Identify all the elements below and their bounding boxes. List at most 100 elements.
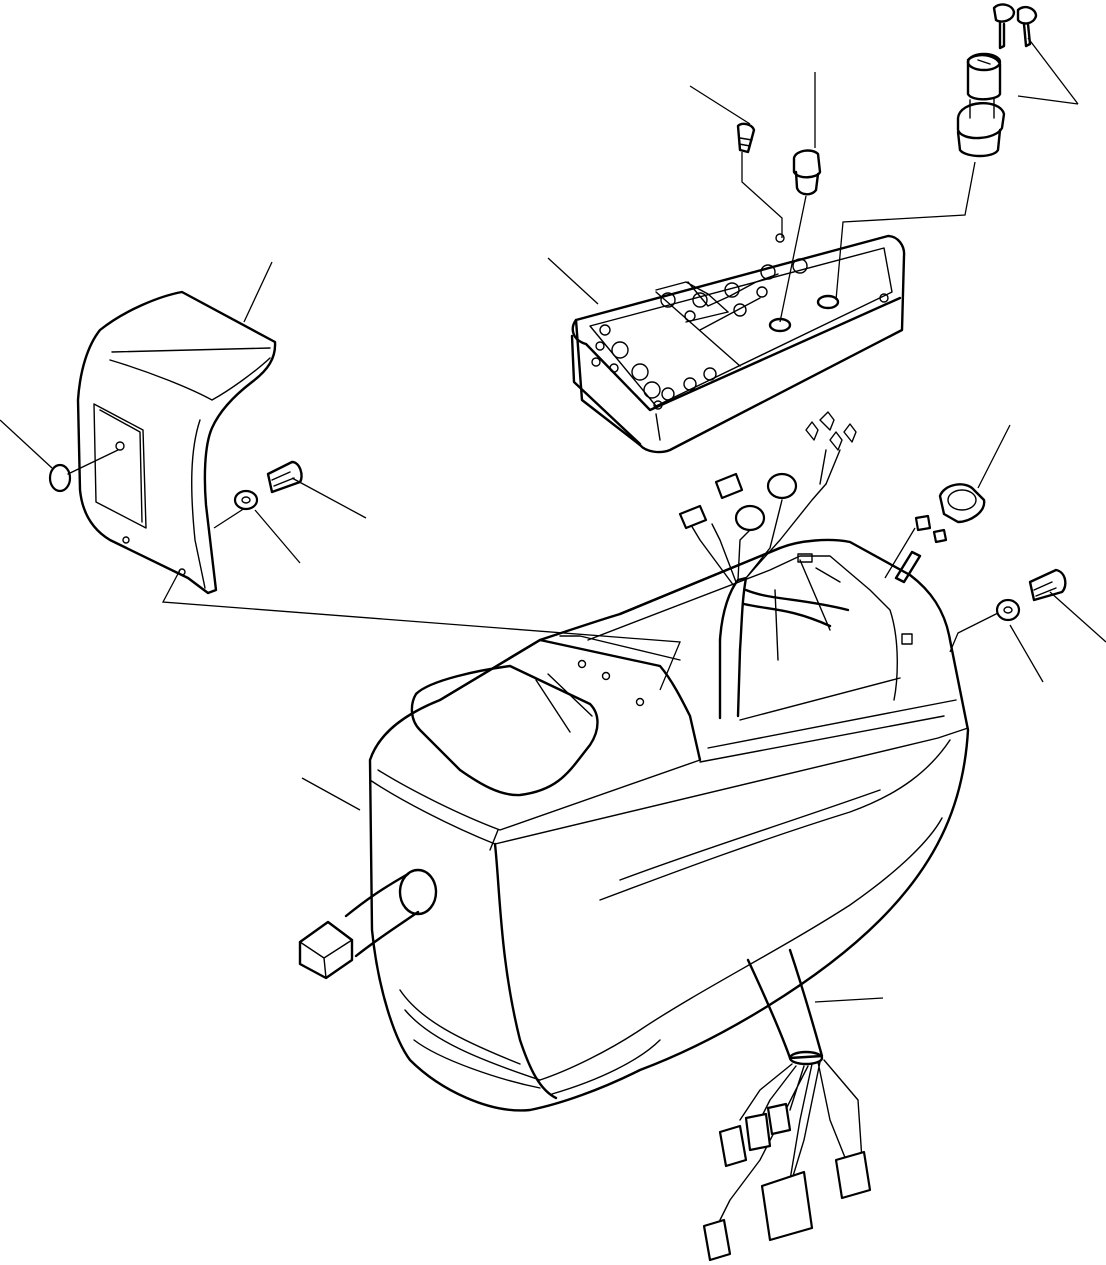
- console-raised-section: [438, 638, 702, 762]
- upper-harness-term-leads: [819, 449, 841, 485]
- cover-screw-head: [266, 460, 303, 494]
- console-front-opening: [410, 664, 599, 797]
- key-a-blade: [998, 20, 1006, 50]
- right-washer-hole: [1003, 606, 1013, 614]
- leader-right-washer: [1009, 624, 1044, 683]
- small-screw-body: [736, 122, 756, 154]
- leader-monitor-panel: [547, 257, 599, 305]
- side-cover-outline: [76, 290, 277, 595]
- lower-plug-b: [744, 1112, 772, 1152]
- monitor-panel-face-border: [589, 247, 893, 407]
- small-screw-thread: [738, 137, 753, 147]
- console-raised-top: [559, 635, 681, 661]
- connector: [894, 483, 986, 584]
- lower-plug-e: [702, 1218, 732, 1262]
- console-hole-c: [635, 697, 645, 707]
- console-bottom-lip-c: [413, 1039, 541, 1089]
- key-b-head: [1016, 5, 1038, 25]
- console-top-front-edge: [369, 727, 969, 845]
- key-switch: [956, 3, 1038, 158]
- lower-harness: [702, 948, 872, 1262]
- connector-body: [938, 483, 986, 524]
- leader-cap-plug: [0, 419, 53, 469]
- console-tray-slot-b: [901, 633, 913, 645]
- cap-plug-stem: [67, 449, 119, 475]
- upper-lamp-a: [766, 472, 798, 500]
- key-switch-body: [956, 128, 1002, 158]
- side-cover-window: [93, 403, 147, 529]
- leader-console-box: [301, 777, 361, 811]
- upper-terminals: [805, 411, 857, 451]
- upper-plug-b: [714, 472, 744, 500]
- side-cover-crease: [111, 347, 271, 353]
- cover-washer-hole: [241, 496, 251, 504]
- upper-harness-trunk: [718, 576, 748, 652]
- upper-lamp-b: [734, 504, 766, 532]
- monitor-panel-base-left: [570, 334, 642, 446]
- guide-screw-hole: [741, 152, 783, 238]
- side-cover-window-inner: [99, 409, 143, 523]
- cap-plug: [48, 449, 119, 493]
- console-side-bevel: [599, 739, 951, 901]
- side-cover-hole-c: [178, 568, 186, 576]
- leader-key-switch-b: [1027, 37, 1079, 105]
- pilot-lamp: [792, 149, 822, 196]
- leader-lines: [0, 37, 1106, 1003]
- connector-terminal-b: [932, 528, 948, 544]
- lower-harness-end: [788, 1050, 824, 1066]
- leader-side-cover: [243, 261, 273, 323]
- connector-pin: [894, 550, 922, 584]
- key-switch-slot: [977, 59, 991, 65]
- console-side-plug: [298, 920, 354, 980]
- side-cover-bend: [191, 419, 206, 589]
- console-top-rail-b: [707, 699, 957, 749]
- guide-cover-washer: [213, 507, 246, 529]
- console-bottom-shelf: [539, 817, 943, 1081]
- cap-plug-head: [48, 463, 72, 493]
- guide-lamp-hole: [779, 195, 807, 323]
- console-hole-b: [601, 671, 611, 681]
- monitor-panel: [570, 233, 906, 454]
- console-front-corner: [493, 842, 558, 1100]
- lower-plug-d: [834, 1150, 872, 1200]
- console-outline: [368, 538, 970, 1112]
- console-tray-wall-lines: [774, 559, 831, 661]
- cover-fasteners: [233, 460, 303, 511]
- monitor-panel-base-rib: [655, 413, 661, 441]
- console-side-hole: [398, 868, 438, 916]
- console-box: [298, 538, 970, 1112]
- leader-small-screw: [689, 85, 751, 125]
- cover-screw-thread: [271, 471, 295, 487]
- guide-cover-mount: [161, 569, 681, 691]
- monitor-panel-body: [574, 234, 906, 454]
- pilot-lamp-top: [792, 149, 822, 179]
- lower-harness-trunk: [746, 948, 824, 1060]
- console-bottom-lip: [399, 989, 521, 1065]
- key-a-head: [992, 3, 1016, 23]
- console-tray-slot: [797, 553, 813, 563]
- console-top-rail: [699, 715, 945, 763]
- guide-key-hole: [835, 161, 976, 301]
- right-washer: [995, 598, 1021, 622]
- side-cover-hole: [115, 441, 125, 451]
- leader-right-screw: [1049, 591, 1106, 643]
- assembly-guide-lines: [161, 152, 1001, 691]
- upper-plug-a: [678, 504, 708, 530]
- cover-washer: [233, 489, 259, 511]
- console-tray-notch: [815, 567, 841, 583]
- right-screw-head: [1028, 568, 1067, 602]
- console-corner-tick: [489, 829, 499, 851]
- console-tray-floor: [739, 677, 901, 721]
- console-top-inner-edge: [377, 759, 701, 831]
- console-bottom-curve: [551, 1039, 661, 1095]
- leader-harness: [814, 997, 884, 1003]
- leader-cover-washer: [254, 509, 301, 564]
- connector-face: [947, 489, 977, 511]
- lower-plug-c: [766, 1102, 792, 1136]
- console-tray-rim-left: [618, 546, 782, 616]
- side-cover-top-edge: [109, 357, 271, 401]
- side-cover-hole-b: [122, 536, 130, 544]
- console-hole-a: [577, 659, 587, 669]
- console-bottom-lip-b: [404, 1009, 541, 1081]
